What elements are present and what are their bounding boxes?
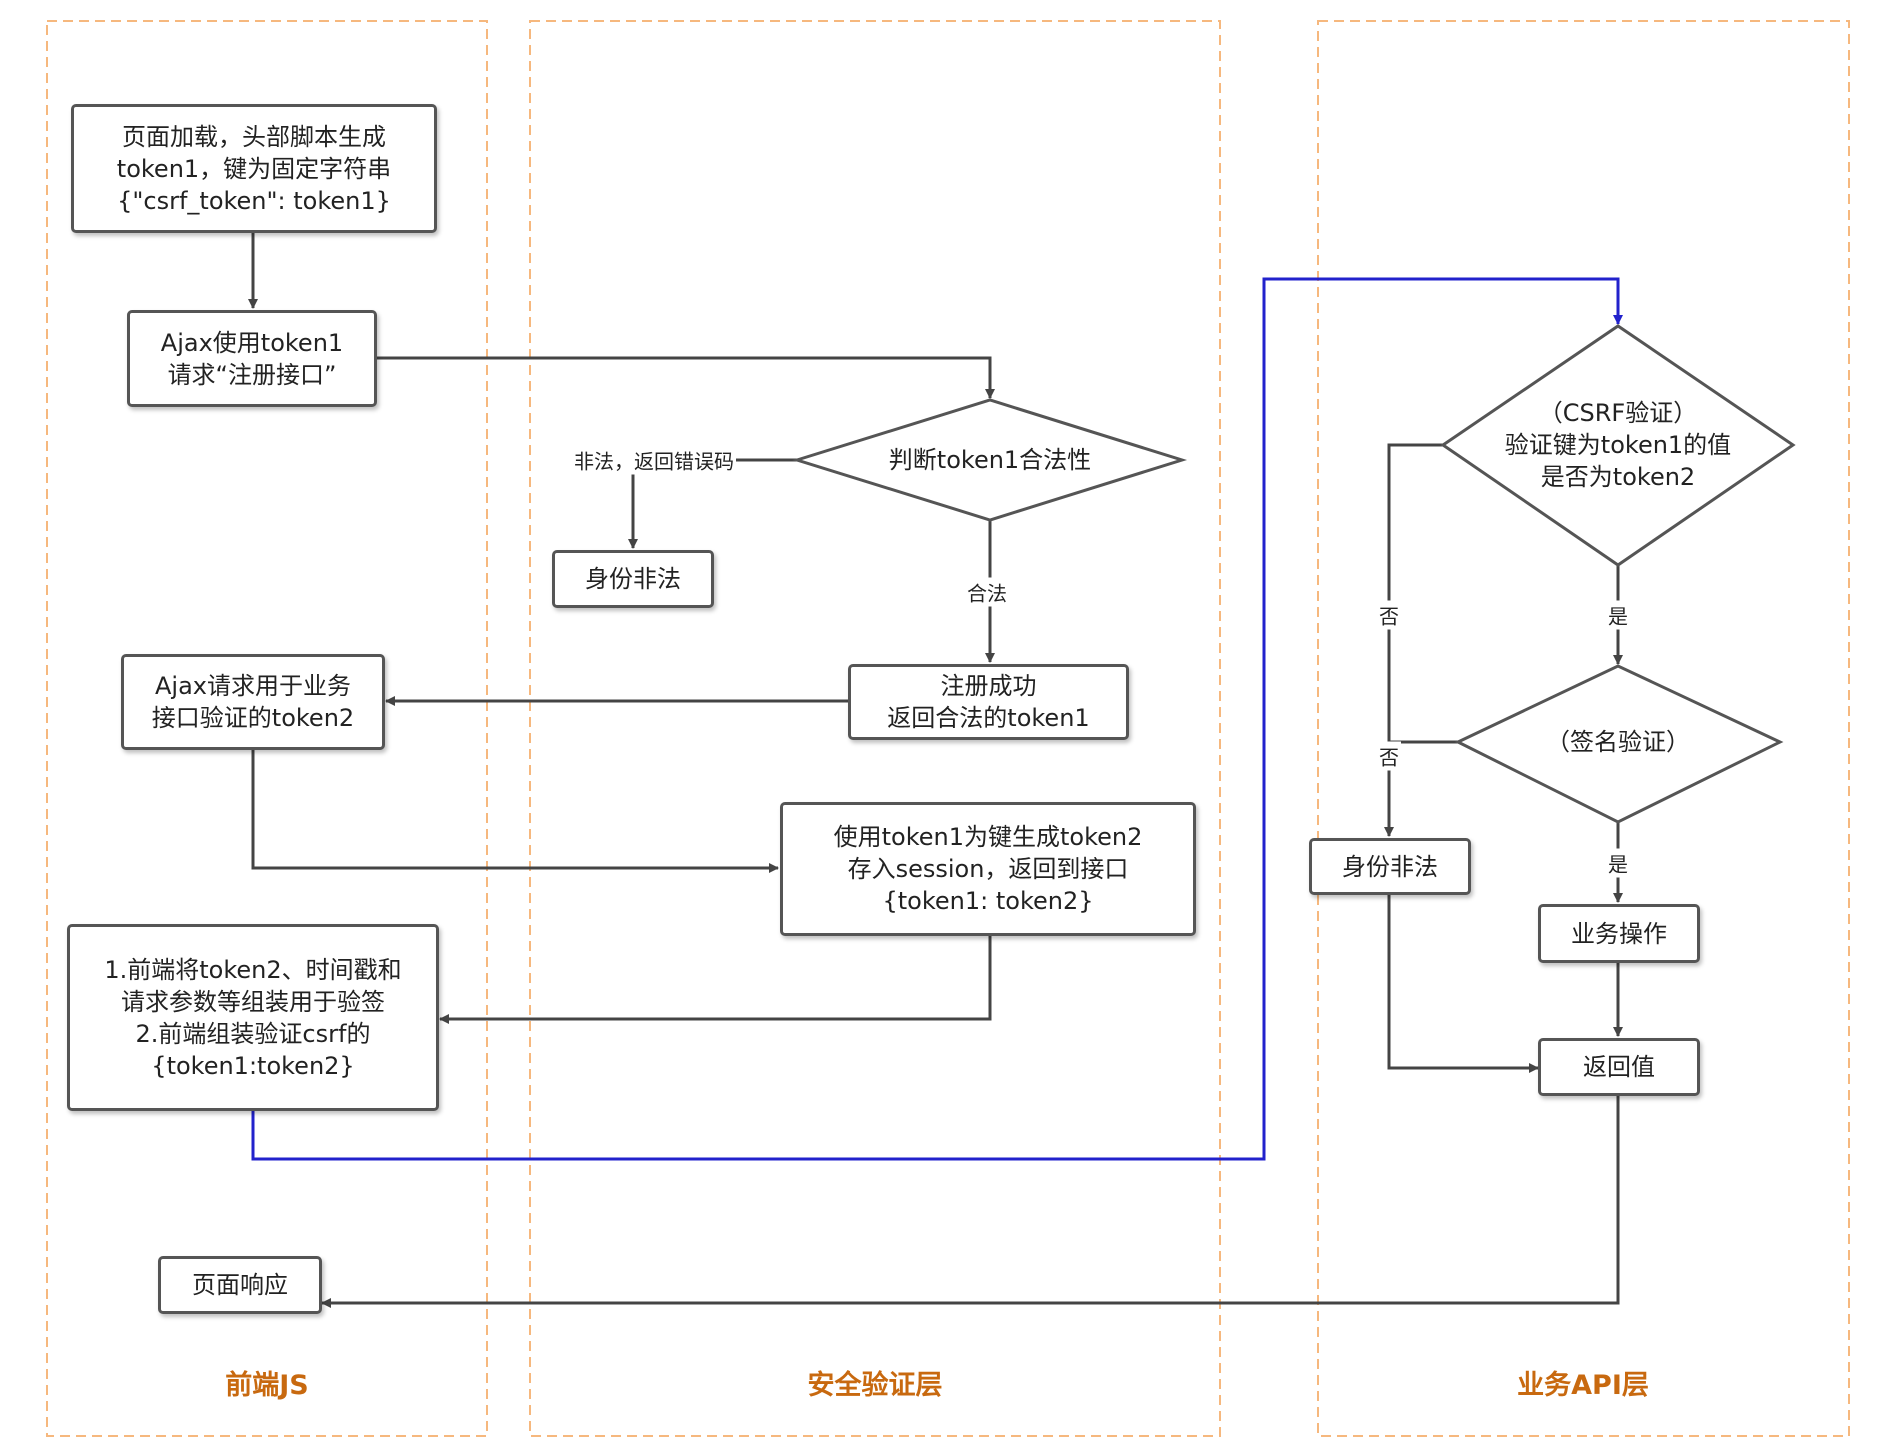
- node-text: 使用token1为键生成token2: [833, 823, 1143, 851]
- edge-label-yes-sign: 是: [1606, 848, 1630, 878]
- lane-security: [529, 20, 1221, 1437]
- edge-label-no-csrf: 否: [1377, 600, 1401, 630]
- node-text: 注册成功: [940, 672, 1037, 700]
- node-text: 返回合法的token1: [887, 704, 1090, 732]
- node-text: 是否为token2: [1540, 463, 1696, 491]
- node-text: 接口验证的token2: [151, 704, 355, 732]
- node-identity-illegal-2: 身份非法: [1309, 838, 1471, 895]
- edge-label-yes-csrf: 是: [1606, 600, 1630, 630]
- diamond-sign-check: [1454, 664, 1784, 824]
- node-text: 1.前端将token2、时间戳和: [104, 955, 402, 984]
- lane-title-security: 安全验证层: [807, 1370, 943, 1401]
- edge-label-legal: 合法: [965, 577, 1009, 607]
- node-text: 存入session，返回到接口: [847, 855, 1129, 883]
- node-text: {"csrf_token": token1}: [117, 186, 391, 215]
- edge-label-illegal-return: 非法，返回错误码: [572, 445, 736, 475]
- lane-title-frontend: 前端JS: [225, 1370, 309, 1401]
- diamond-label-csrf: （CSRF验证） 验证键为token1的值 是否为token2: [1505, 397, 1731, 493]
- node-register-success: 注册成功 返回合法的token1: [848, 664, 1129, 740]
- node-ajax-token2: Ajax请求用于业务 接口验证的token2: [121, 654, 385, 750]
- node-page-response: 页面响应: [158, 1256, 322, 1314]
- node-text: 页面响应: [192, 1271, 288, 1299]
- node-text: {token1: token2}: [882, 887, 1094, 915]
- diamond-csrf-check: [1440, 324, 1796, 567]
- node-return-value: 返回值: [1538, 1038, 1700, 1096]
- node-text: 身份非法: [1342, 852, 1438, 881]
- node-text: 请求参数等组装用于验签: [121, 987, 385, 1016]
- node-text: Ajax使用token1: [160, 328, 344, 357]
- diamond-judge-token: [791, 398, 1188, 522]
- node-text: 返回值: [1583, 1053, 1655, 1081]
- node-text: 请求“注册接口”: [167, 360, 337, 389]
- edge-assemble-to-csrf: [251, 277, 1623, 1161]
- node-text: 判断token1合法性: [888, 446, 1092, 474]
- diamond-label-sign: （签名验证）: [1546, 726, 1690, 758]
- lane-title-business: 业务API层: [1517, 1370, 1649, 1401]
- node-text: 2.前端组装验证csrf的: [135, 1019, 371, 1048]
- node-identity-illegal-1: 身份非法: [552, 550, 714, 608]
- node-gen-token2: 使用token1为键生成token2 存入session，返回到接口 {toke…: [780, 802, 1196, 936]
- node-text: （签名验证）: [1546, 728, 1690, 756]
- node-text: 业务操作: [1571, 919, 1667, 948]
- edge-ajax-to-judge: [376, 356, 995, 399]
- node-text: 页面加载，头部脚本生成: [122, 122, 386, 151]
- node-text: Ajax请求用于业务: [155, 672, 351, 700]
- node-page-load: 页面加载，头部脚本生成 token1，键为固定字符串 {"csrf_token"…: [71, 104, 437, 233]
- edge-label-no-sign: 否: [1377, 741, 1401, 771]
- node-ajax-register: Ajax使用token1 请求“注册接口”: [127, 310, 377, 407]
- edge-gen-to-assemble: [439, 936, 992, 1024]
- node-text: 验证键为token1的值: [1504, 431, 1732, 459]
- edge-ajax2-to-gen: [251, 750, 779, 873]
- node-text: 身份非法: [585, 565, 681, 593]
- edge-csrf-no: [1387, 443, 1443, 742]
- node-text: token1，键为固定字符串: [116, 154, 392, 183]
- node-business-op: 业务操作: [1538, 904, 1700, 963]
- node-text: {token1:token2}: [151, 1051, 355, 1080]
- diamond-label-judge: 判断token1合法性: [889, 444, 1091, 476]
- node-text: （CSRF验证）: [1538, 399, 1698, 427]
- edge-return-to-response: [321, 1096, 1620, 1308]
- edge-illegal-to-return: [1387, 895, 1539, 1073]
- lane-business: [1317, 20, 1850, 1437]
- node-assemble: 1.前端将token2、时间戳和 请求参数等组装用于验签 2.前端组装验证csr…: [67, 924, 439, 1111]
